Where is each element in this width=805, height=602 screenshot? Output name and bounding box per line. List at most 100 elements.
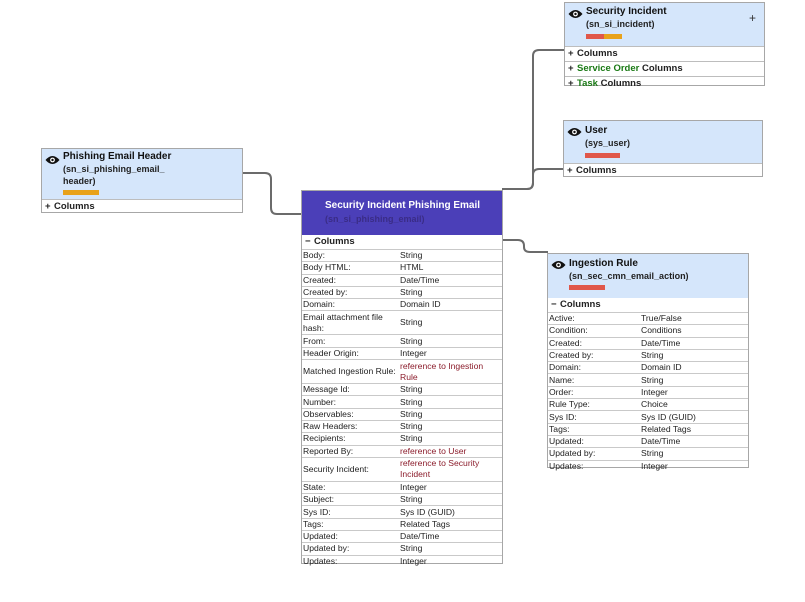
field-row: Order: Integer bbox=[548, 385, 748, 398]
field-row: Reported By: reference to User bbox=[302, 444, 502, 457]
column-group-columns[interactable]: −Columns bbox=[548, 298, 748, 312]
field-type: Integer bbox=[641, 386, 668, 397]
eye-icon[interactable] bbox=[45, 155, 60, 165]
group-label: Columns bbox=[577, 48, 618, 59]
status-bar bbox=[569, 285, 605, 290]
status-bar bbox=[586, 34, 622, 39]
eye-icon[interactable] bbox=[568, 9, 583, 19]
link-phishing-email-to-ingestion-rule bbox=[502, 239, 548, 253]
group-label: Columns bbox=[641, 63, 683, 74]
field-type: String bbox=[641, 350, 664, 361]
status-bar bbox=[63, 190, 99, 195]
field-row: State: Integer bbox=[302, 480, 502, 493]
field-type: Integer bbox=[400, 482, 427, 492]
field-type: Choice bbox=[641, 399, 668, 410]
column-group-task[interactable]: +Task Columns bbox=[565, 76, 764, 91]
expand-icon[interactable]: + bbox=[568, 78, 574, 89]
field-name: Updated by: bbox=[549, 448, 596, 459]
field-type: String bbox=[641, 448, 664, 459]
group-prefix: Service Order bbox=[577, 63, 640, 74]
field-row: Observables:String bbox=[302, 407, 502, 420]
eye-icon[interactable] bbox=[551, 260, 566, 270]
expand-icon[interactable]: + bbox=[45, 201, 51, 212]
field-name: Sys ID: bbox=[549, 411, 577, 422]
field-type: Domain ID bbox=[400, 299, 441, 310]
column-group-columns[interactable]: +Columns bbox=[565, 46, 764, 61]
field-row: Updates:Integer bbox=[548, 459, 748, 472]
group-label: Columns bbox=[600, 78, 642, 89]
table-title: User bbox=[585, 125, 608, 136]
collapse-icon[interactable]: − bbox=[551, 299, 557, 310]
field-type: Related Tags bbox=[400, 518, 451, 529]
field-type: Domain ID bbox=[641, 362, 682, 373]
field-type: String bbox=[400, 317, 423, 328]
column-group-columns[interactable]: +Columns bbox=[564, 163, 762, 178]
field-name: Reported By: bbox=[303, 445, 354, 456]
field-type: HTML bbox=[400, 262, 424, 273]
table-header: Phishing Email Header (sn_si_phishing_em… bbox=[42, 149, 242, 199]
table-header: User (sys_user) bbox=[564, 121, 762, 163]
field-row: Updated by:String bbox=[302, 542, 502, 554]
field-row: Domain:Domain ID bbox=[548, 361, 748, 373]
column-group-service-order[interactable]: +Service Order Columns bbox=[565, 61, 764, 76]
table-name-line1: (sn_si_phishing_email_ bbox=[63, 164, 165, 174]
field-type: Date/Time bbox=[400, 531, 440, 542]
field-type: Date/Time bbox=[641, 337, 681, 348]
field-name: Security Incident: bbox=[303, 463, 369, 474]
field-name: Order: bbox=[549, 386, 574, 397]
field-row: Raw Headers:String bbox=[302, 419, 502, 432]
field-type: Sys ID (GUID) bbox=[400, 506, 455, 517]
field-row: Tags:Related Tags bbox=[548, 422, 748, 435]
field-row: From:String bbox=[302, 334, 502, 346]
table-title: Security Incident bbox=[586, 6, 667, 17]
column-group-columns[interactable]: −Columns bbox=[302, 235, 502, 249]
field-type-reference[interactable]: reference to Ingestion Rule bbox=[400, 360, 484, 382]
field-row: Domain: Domain ID bbox=[302, 298, 502, 310]
field-row: Active:True/False bbox=[548, 312, 748, 324]
column-group-columns[interactable]: +Columns bbox=[42, 199, 242, 214]
collapse-icon[interactable]: − bbox=[305, 236, 311, 247]
field-name: Body HTML: bbox=[303, 262, 351, 273]
eye-icon[interactable] bbox=[567, 127, 582, 137]
field-row: Condition:Conditions bbox=[548, 324, 748, 336]
field-type: String bbox=[400, 396, 423, 407]
table-user[interactable]: User (sys_user) +Columns bbox=[563, 120, 763, 177]
field-name: From: bbox=[303, 335, 326, 346]
table-security-incident[interactable]: Security Incident (sn_si_incident) + +Co… bbox=[564, 2, 765, 89]
field-row: Created by:String bbox=[302, 285, 502, 298]
field-name: Updated: bbox=[549, 436, 584, 447]
field-row: Matched Ingestion Rule: reference to Inge… bbox=[302, 359, 502, 383]
field-row: Updated:Date/Time bbox=[548, 434, 748, 447]
field-name: State: bbox=[303, 482, 326, 492]
field-name: Name: bbox=[549, 374, 575, 385]
table-header: Ingestion Rule (sn_sec_cmn_email_action) bbox=[548, 254, 748, 298]
expand-plus-icon[interactable]: + bbox=[748, 11, 756, 25]
table-ingestion-rule[interactable]: Ingestion Rule (sn_sec_cmn_email_action)… bbox=[547, 253, 749, 471]
field-name: Number: bbox=[303, 396, 336, 407]
field-type-reference[interactable]: reference to User bbox=[400, 445, 467, 456]
field-name: Matched Ingestion Rule: bbox=[303, 366, 396, 377]
expand-icon[interactable]: + bbox=[567, 165, 573, 176]
expand-icon[interactable]: + bbox=[568, 63, 574, 74]
table-security-incident-phishing-email[interactable]: Security Incident Phishing Email (sn_si_… bbox=[301, 190, 503, 566]
field-row: Recipients:String bbox=[302, 432, 502, 444]
field-type: String bbox=[400, 543, 423, 554]
expand-icon[interactable]: + bbox=[568, 48, 574, 59]
field-type: Integer bbox=[400, 347, 427, 358]
table-title: Phishing Email Header bbox=[63, 151, 172, 162]
field-row: Sys ID: Sys ID (GUID) bbox=[548, 410, 748, 422]
field-type: Sys ID (GUID) bbox=[641, 411, 696, 422]
field-row: Subject:String bbox=[302, 493, 502, 505]
field-row: Body HTML: HTML bbox=[302, 261, 502, 273]
table-phishing-email-header[interactable]: Phishing Email Header (sn_si_phishing_em… bbox=[41, 148, 243, 213]
field-name: Email attachment file hash: bbox=[303, 311, 383, 333]
field-row: Email attachment file hash: String bbox=[302, 310, 502, 334]
field-name: Condition: bbox=[549, 325, 588, 336]
field-type: String bbox=[400, 494, 423, 505]
field-type-reference[interactable]: reference to Security Incident bbox=[400, 458, 480, 480]
field-row: Created:Date/Time bbox=[302, 273, 502, 286]
table-title: Ingestion Rule bbox=[569, 258, 638, 269]
field-name: Domain: bbox=[303, 299, 335, 310]
